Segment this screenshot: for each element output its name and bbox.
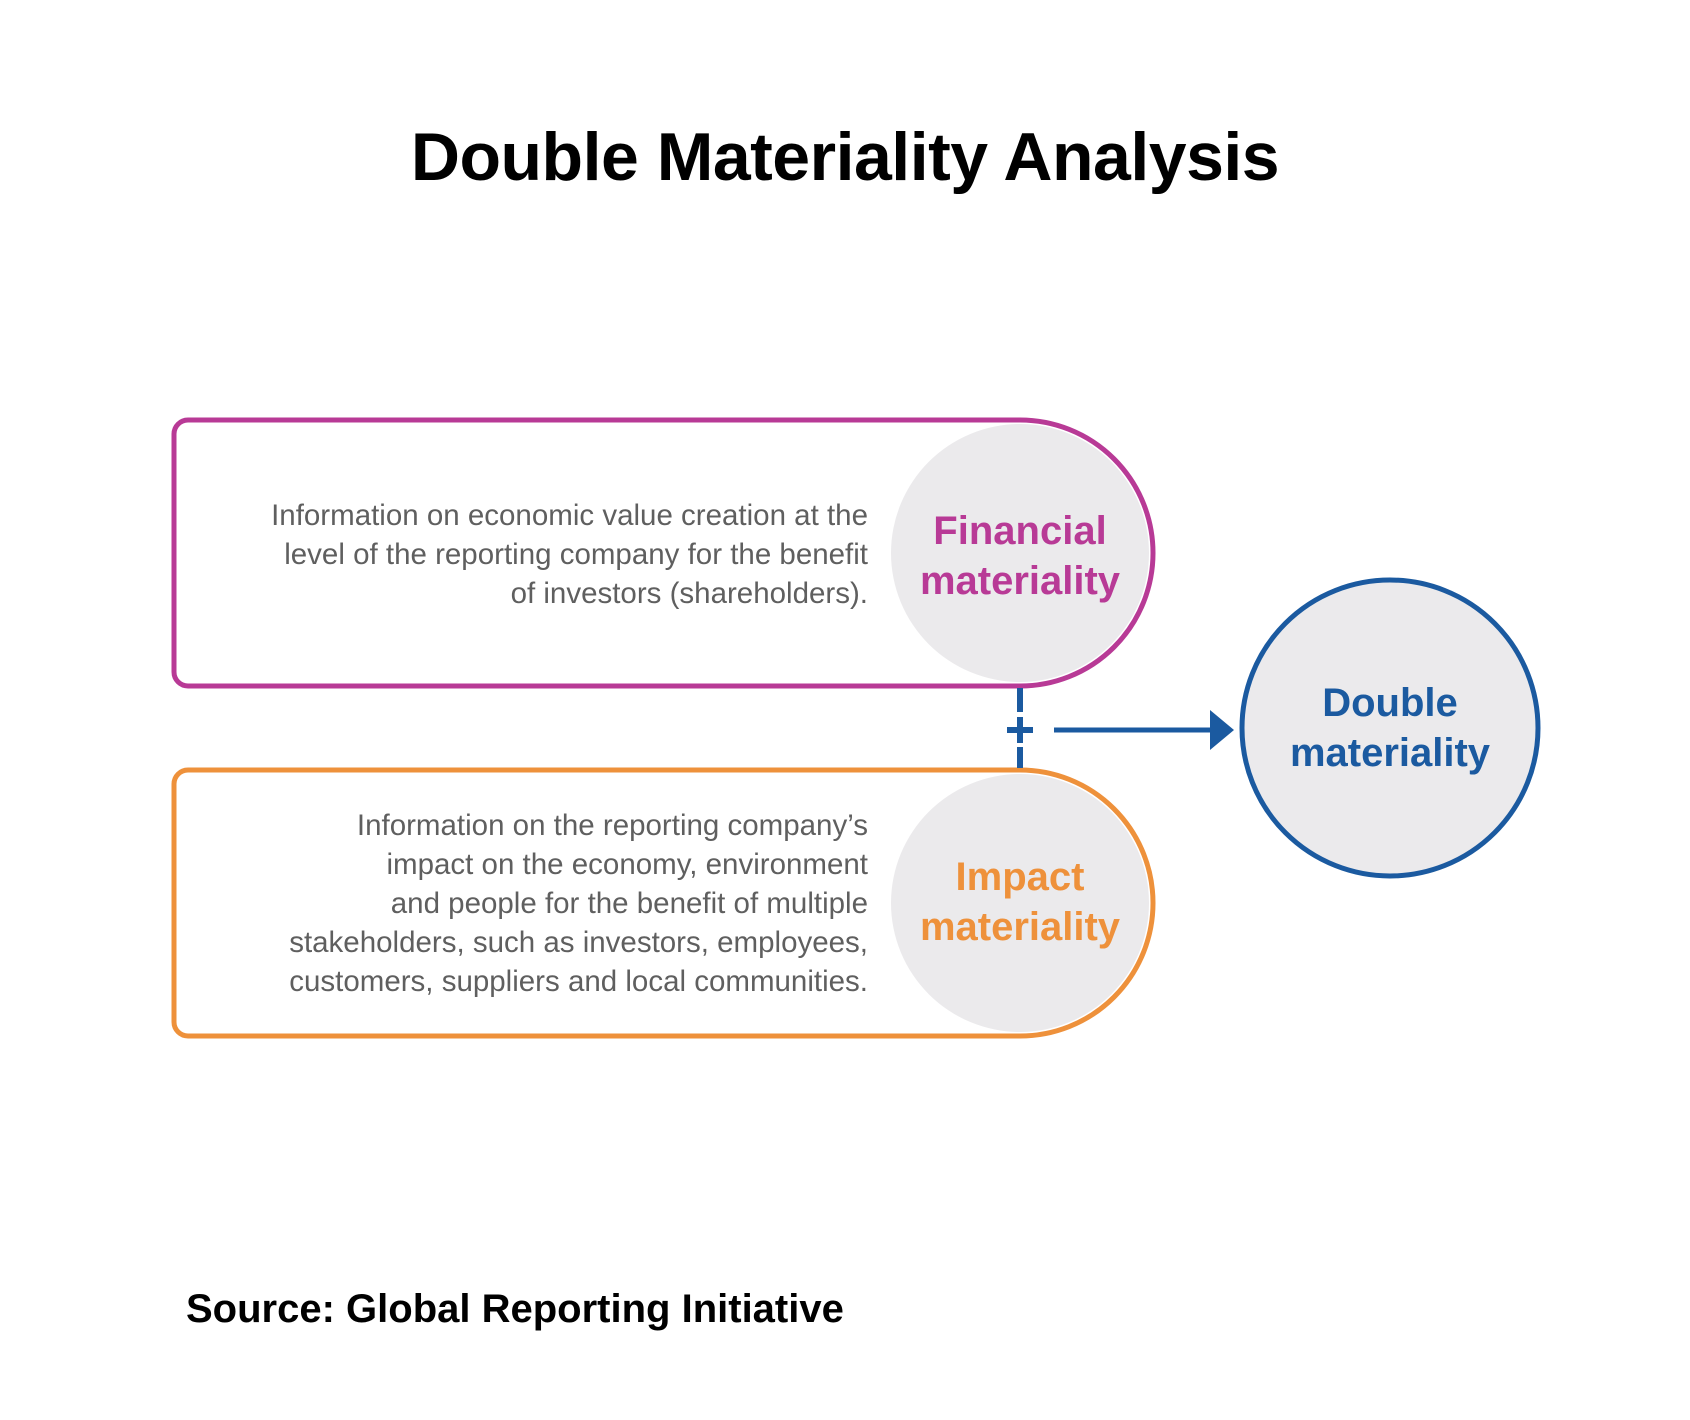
impact-materiality-description: Information on the reporting company’s i… <box>190 806 868 1001</box>
double-materiality-circle <box>1239 577 1541 879</box>
description-line: and people for the benefit of multiple <box>390 887 868 920</box>
arrow-head-icon <box>1210 710 1234 750</box>
financial-materiality-label: Financial materiality <box>880 506 1160 606</box>
impact-materiality-label: Impact materiality <box>880 852 1160 952</box>
label-line: Financial <box>933 509 1107 553</box>
financial-materiality-circle <box>891 424 1149 682</box>
financial-materiality-description: Information on economic value creation a… <box>190 496 868 613</box>
source-caption: Source: Global Reporting Initiative <box>186 1287 844 1331</box>
label-line: Impact <box>955 855 1085 899</box>
impact-materiality-box <box>171 767 1156 1039</box>
impact-materiality-circle <box>891 774 1149 1032</box>
label-line: Double <box>1322 681 1458 725</box>
description-line: customers, suppliers and local communiti… <box>289 965 868 998</box>
description-line: impact on the economy, environment <box>386 848 868 881</box>
label-line: materiality <box>919 905 1121 949</box>
label-line: materiality <box>919 559 1121 603</box>
plus-icon <box>1007 717 1033 743</box>
double-materiality-label: Double materiality <box>1240 678 1540 778</box>
description-line: Information on economic value creation a… <box>271 499 868 532</box>
description-line: of investors (shareholders). <box>510 577 868 610</box>
description-line: stakeholders, such as investors, employe… <box>289 926 868 959</box>
description-line: Information on the reporting company’s <box>356 809 868 842</box>
page-title: Double Materiality Analysis <box>410 119 1280 195</box>
label-line: materiality <box>1289 731 1491 775</box>
financial-materiality-box <box>171 417 1156 689</box>
description-line: level of the reporting company for the b… <box>284 538 868 571</box>
